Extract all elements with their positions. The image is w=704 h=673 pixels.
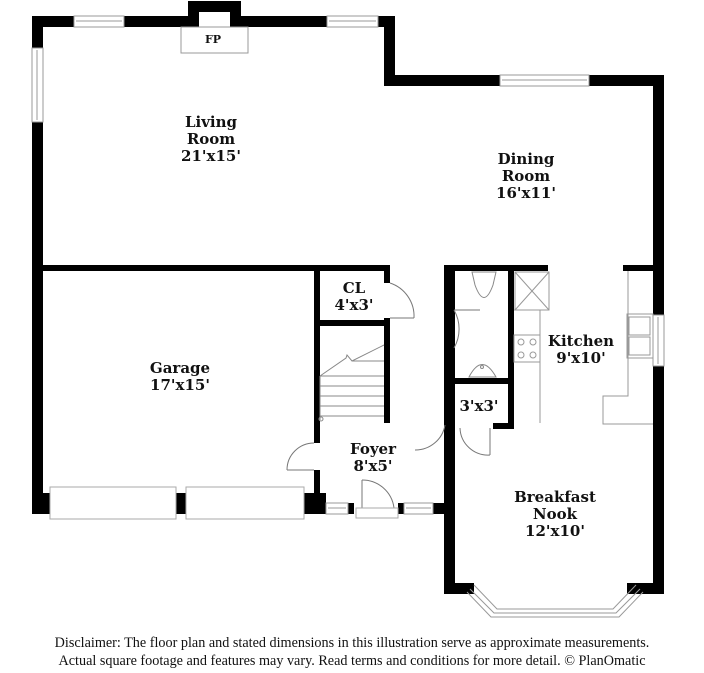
room-label-breakfast-nook: Breakfast Nook 12'x10' xyxy=(514,489,596,540)
fireplace-hearth xyxy=(180,26,249,54)
room-dimensions: 21'x15' xyxy=(181,147,241,165)
room-name: Garage xyxy=(149,359,211,377)
room-label-garage: Garage 17'x15' xyxy=(150,360,210,394)
room-name: Living xyxy=(184,113,238,131)
disclaimer: Disclaimer: The floor plan and stated di… xyxy=(0,634,704,670)
room-name: CL xyxy=(342,279,366,297)
room-dimensions: 8'x5' xyxy=(353,457,393,475)
room-dimensions: 3'x3' xyxy=(459,397,499,415)
stairs xyxy=(318,344,385,422)
stove xyxy=(513,334,541,363)
kitchen-fixtures xyxy=(513,271,654,425)
room-label-dining-room: Dining Room 16'x11' xyxy=(496,151,556,202)
room-name: Room xyxy=(501,167,551,185)
room-label-pantry: 3'x3' xyxy=(459,398,498,415)
windows xyxy=(31,15,665,618)
room-label-kitchen: Kitchen 9'x10' xyxy=(548,333,614,367)
disclaimer-line-2: Actual square footage and features may v… xyxy=(58,653,646,669)
room-name: Dining xyxy=(497,150,555,168)
room-dimensions: 17'x15' xyxy=(150,376,210,394)
room-label-living-room: Living Room 21'x15' xyxy=(181,114,241,165)
fireplace-label: FP xyxy=(204,33,222,46)
room-name: Breakfast xyxy=(514,488,596,506)
floor-plan xyxy=(31,1,665,618)
bathroom-fixtures xyxy=(468,271,497,378)
room-dimensions: 12'x10' xyxy=(525,522,585,540)
exterior-walls xyxy=(32,1,664,594)
room-dimensions: 9'x10' xyxy=(556,349,606,367)
room-label-foyer: Foyer 8'x5' xyxy=(350,441,396,475)
doors xyxy=(286,282,491,519)
room-name: Room xyxy=(186,130,236,148)
kitchen-sink xyxy=(626,313,654,359)
garage-doors xyxy=(49,486,305,520)
interior-walls xyxy=(32,265,664,504)
room-name: Kitchen xyxy=(547,332,615,350)
room-label-closet: CL 4'x3' xyxy=(334,280,373,314)
sink xyxy=(468,364,497,378)
room-dimensions: 4'x3' xyxy=(334,296,374,314)
toilet xyxy=(471,271,497,298)
room-dimensions: 16'x11' xyxy=(496,184,556,202)
room-name: Nook xyxy=(532,505,578,523)
disclaimer-line-1: Disclaimer: The floor plan and stated di… xyxy=(54,635,650,651)
room-name: Foyer xyxy=(350,440,396,458)
